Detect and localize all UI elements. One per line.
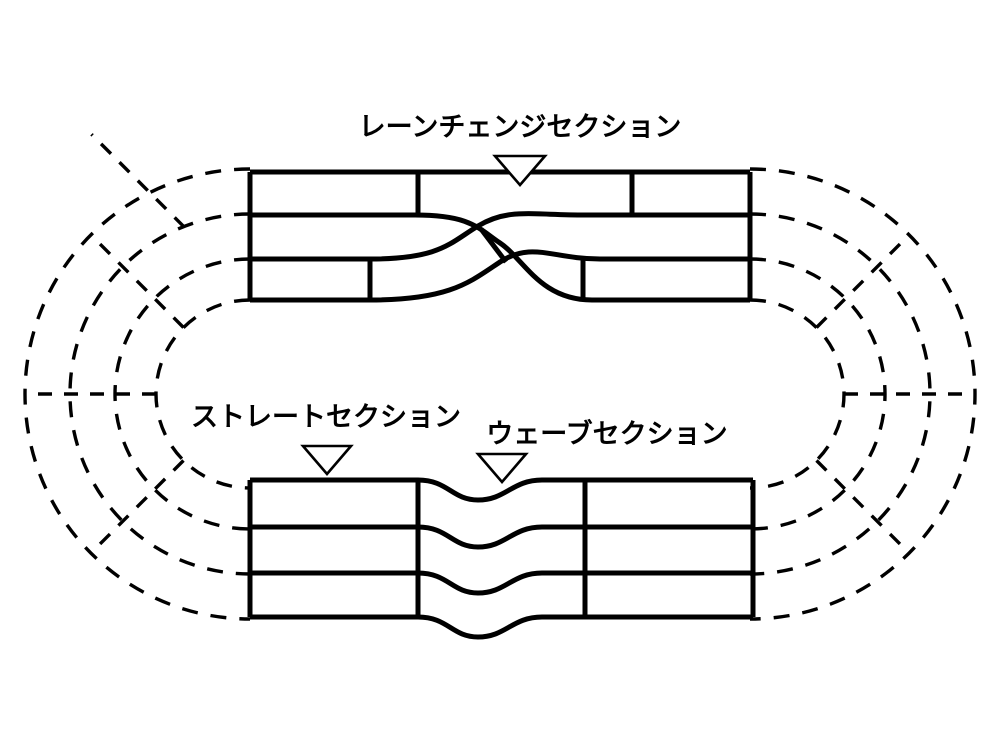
right-curve-lane-boundary-outer [749, 167, 977, 621]
wave-section-down-triangle-icon [475, 452, 529, 484]
left-curve-radial-upper-45 [89, 233, 185, 329]
lane-change-boundary-2-crossing [250, 212, 750, 303]
bottom-boundary-3 [250, 570, 753, 596]
left-curve-lane-boundary-3 [113, 257, 251, 531]
left-curve-lane-boundary-2 [68, 212, 251, 576]
lane-change-down-triangle-icon [492, 154, 548, 187]
bottom-boundary-2 [250, 524, 753, 550]
left-curve-lane-boundary-inner [154, 298, 251, 490]
bottom-boundary-outer [250, 477, 753, 503]
lane-change-boundary-3-crossing [250, 211, 750, 262]
right-curve-radial-upper-45 [815, 233, 911, 329]
right-curve-group [749, 167, 977, 621]
left-curve-radial-upper [90, 133, 186, 229]
right-curve-lane-boundary-3 [749, 257, 887, 531]
lane-change-section-group [247, 169, 753, 303]
left-curve-lane-boundary-outer [23, 167, 251, 621]
bottom-straight-group [247, 477, 756, 640]
left-curve-group [23, 133, 251, 621]
left-curve-radial-lower-45 [89, 459, 185, 555]
straight-section-down-triangle-icon [300, 444, 354, 476]
bottom-boundary-inner [250, 614, 753, 640]
right-curve-radial-lower-45 [815, 459, 911, 555]
straight-section-label: ストレートセクション [191, 402, 461, 432]
lane-change-section-label: レーンチェンジセクション [359, 112, 682, 142]
right-curve-lane-boundary-inner [749, 298, 846, 490]
lane-change-crossing-connector [479, 227, 508, 264]
lane-change-boundary-inner-bottom [250, 249, 750, 303]
right-curve-lane-boundary-2 [749, 212, 932, 576]
wave-section-label: ウェーブセクション [486, 418, 727, 449]
